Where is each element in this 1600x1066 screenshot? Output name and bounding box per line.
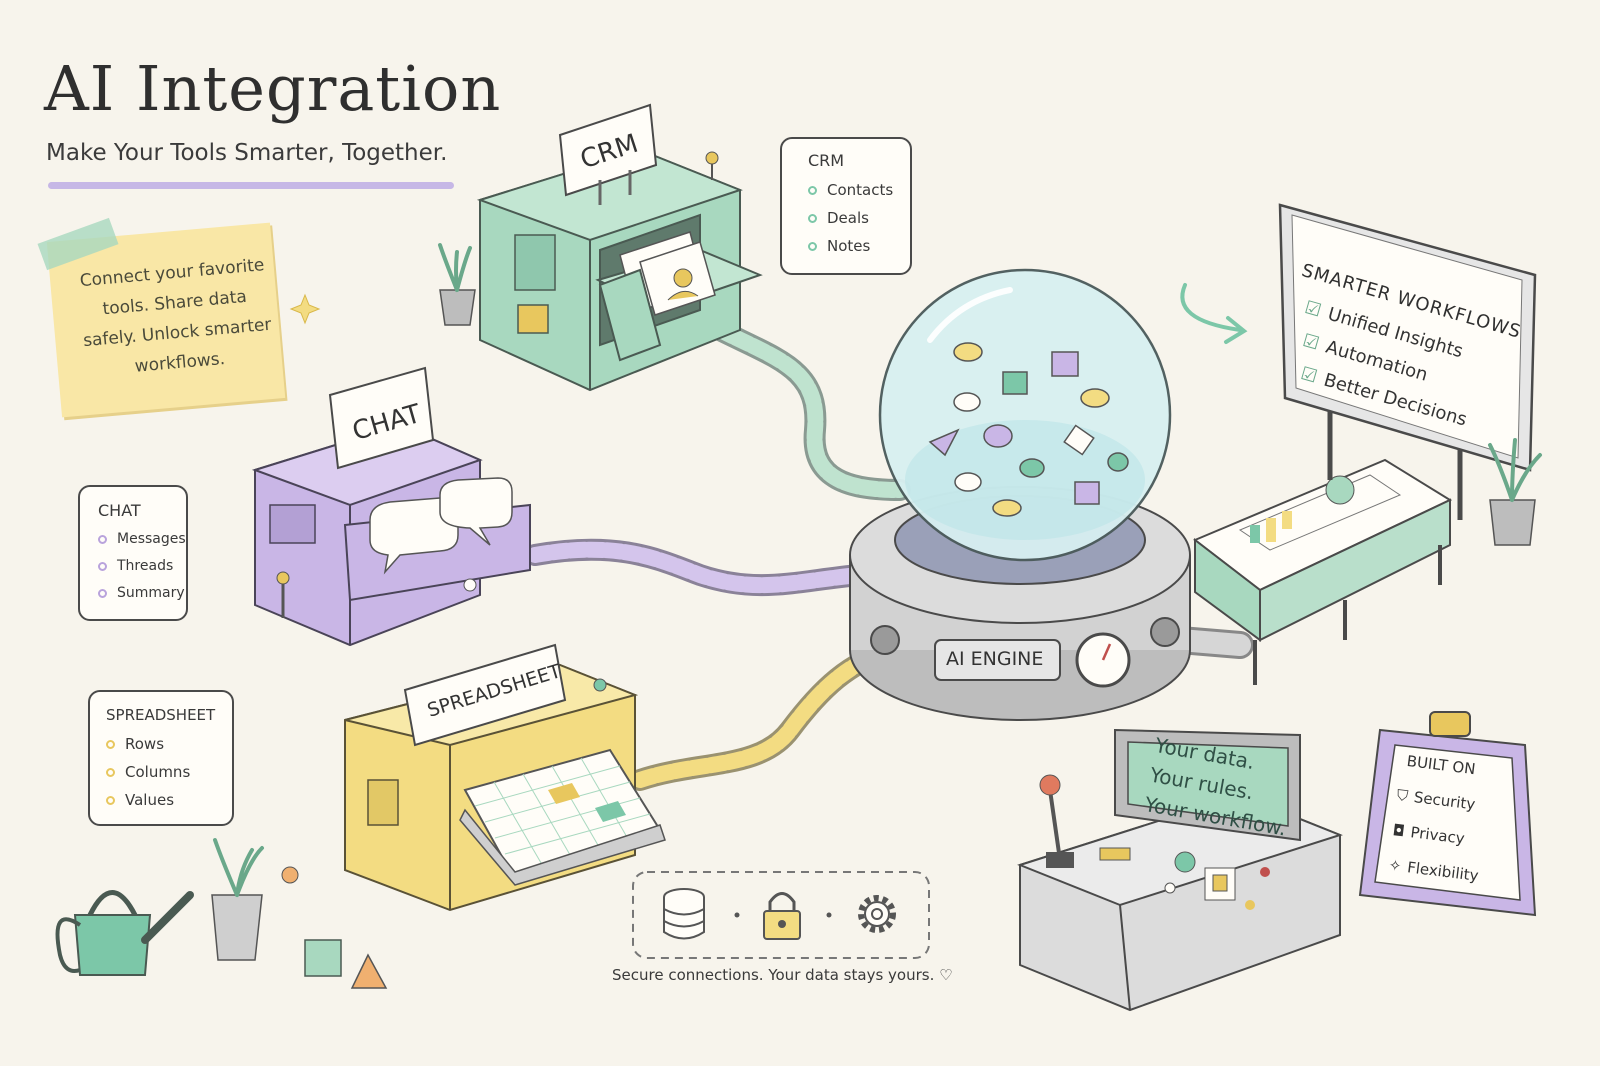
list-item: Columns: [106, 758, 232, 786]
watering-can: [55, 890, 194, 976]
page-subtitle: Make Your Tools Smarter, Together.: [46, 140, 448, 166]
footer-caption: Secure connections. Your data stays your…: [612, 966, 953, 984]
shield-icon: ⛉: [1395, 786, 1410, 806]
bullet-dot: [106, 795, 115, 805]
small-pyramid: [350, 953, 388, 989]
lock-icon: [763, 892, 801, 940]
bullet-dot: [106, 767, 115, 777]
list-item: Messages: [98, 526, 186, 553]
bullet-dot: [808, 241, 817, 251]
clipboard: [1358, 711, 1537, 917]
bullet-dot: [98, 535, 107, 544]
sparkle-icon: [289, 293, 321, 325]
pipe-chat-to-engine: [524, 538, 871, 597]
engine-label: AI ENGINE: [946, 648, 1044, 670]
bullet-dot: [808, 185, 817, 195]
bullet-dot: [106, 739, 115, 749]
list-item: Summary: [98, 580, 186, 607]
flow-arrow-icon: [1180, 283, 1242, 332]
plant-pot-bottom: [211, 838, 299, 961]
bullet-dot: [808, 213, 817, 223]
spreadsheet-machine: [344, 643, 666, 912]
plant-pot-left: [438, 243, 476, 326]
bullet-dot: [98, 589, 107, 598]
page-title: AI Integration: [44, 52, 502, 125]
flex-icon: ✧: [1387, 856, 1403, 876]
plant-pot-right: [1488, 438, 1542, 546]
bullet-dot: [98, 562, 107, 571]
list-item: Rows: [106, 730, 232, 758]
spreadsheet-bubble: SPREADSHEET Rows Columns Values: [88, 690, 234, 826]
spreadsheet-bubble-title: SPREADSHEET: [106, 706, 216, 724]
list-item: Values: [106, 786, 232, 814]
database-icon: [663, 888, 705, 940]
title-underline: [48, 182, 454, 189]
list-item: Threads: [98, 553, 186, 580]
pipe-crm-to-engine: [709, 319, 911, 501]
gear-icon: [858, 895, 896, 933]
list-item: Notes: [808, 232, 910, 260]
ai-engine: [849, 268, 1191, 721]
chat-bubble: CHAT Messages Threads Summary: [78, 485, 188, 621]
list-item: Contacts: [808, 176, 910, 204]
footer-icon-panel: [632, 871, 930, 959]
workflow-board: [1278, 203, 1537, 520]
lock-small-icon: ◘: [1391, 821, 1406, 841]
conveyor-belt: [1193, 458, 1453, 685]
crm-bubble: CRM Contacts Deals Notes: [780, 137, 912, 275]
crm-bubble-title: CRM: [808, 151, 845, 170]
list-item: Deals: [808, 204, 910, 232]
chat-machine: [251, 366, 531, 647]
small-cube: [304, 939, 342, 977]
chat-bubble-title: CHAT: [98, 501, 141, 520]
crm-machine: [476, 103, 763, 392]
control-console: [1017, 728, 1343, 1012]
